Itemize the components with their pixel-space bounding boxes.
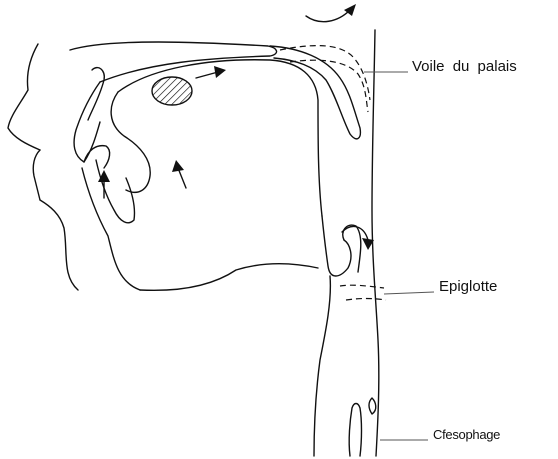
tongue-surface <box>118 60 322 216</box>
tongue-tip <box>111 92 150 192</box>
soft-palate-raised <box>280 46 370 100</box>
chin-profile <box>40 200 78 290</box>
epiglotte-label: Epiglotte <box>439 278 497 295</box>
tongue-arrow-shaft <box>178 168 186 188</box>
oesophagus-fold <box>369 398 376 414</box>
trachea-front <box>314 276 330 456</box>
epiglottis-arrow <box>342 226 368 240</box>
food-bolus <box>152 77 192 105</box>
bolus-arrow-head <box>214 66 226 78</box>
voile-du-palais-label: Voile du palais <box>412 58 517 75</box>
tongue-arrow-head <box>172 160 184 172</box>
epiglottis <box>343 225 361 272</box>
bolus-arrow-shaft <box>196 72 218 78</box>
top-arrow <box>306 10 350 22</box>
lower-jaw <box>82 168 140 290</box>
nose-profile <box>8 44 40 150</box>
epiglotte-leader <box>384 292 434 294</box>
upper-lip <box>33 150 40 200</box>
hard-palate <box>70 42 277 82</box>
oesophage-label: Cfesophage <box>433 427 500 442</box>
larynx-closure <box>340 285 384 288</box>
larynx-closure-2 <box>346 299 386 301</box>
floor-of-mouth <box>140 264 318 291</box>
upper-gum <box>88 68 104 120</box>
oesophagus-tube <box>349 404 361 457</box>
pharyngeal-wall <box>372 30 379 456</box>
upper-teeth <box>74 82 100 162</box>
larynx-front-wall <box>322 216 351 276</box>
